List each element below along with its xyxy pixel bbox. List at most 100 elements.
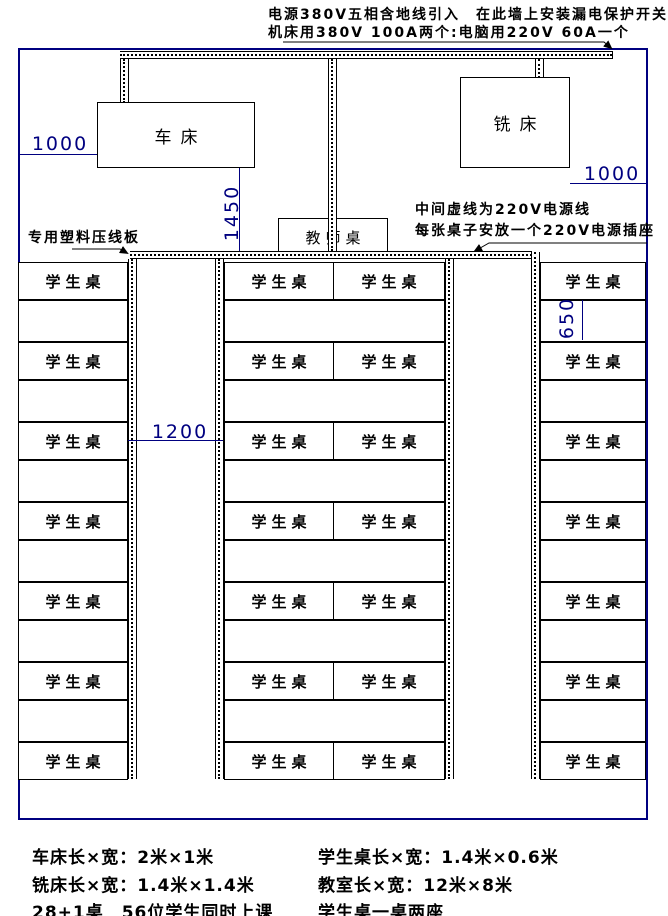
dim-lathe-1450-line — [239, 168, 240, 251]
student-desk: 学生桌 — [18, 342, 128, 380]
seat-row-box — [18, 540, 128, 582]
student-desk-label: 学生桌 — [565, 752, 626, 771]
student-desk: 学生桌 — [540, 742, 646, 780]
student-desk: 学生桌 — [18, 582, 128, 620]
annotation-cable-board: 专用塑料压线板 — [28, 230, 140, 246]
student-desk-label: 学生桌 — [565, 272, 626, 291]
legend-lathe-size: 车床长×宽：2米×1米 — [32, 848, 215, 868]
student-desk-label: 学生桌 — [565, 352, 626, 371]
student-desk: 学生桌 — [333, 502, 445, 540]
power-line-aisle-4 — [531, 252, 540, 779]
student-desk-label: 学生桌 — [361, 592, 422, 611]
legend-seats-note: 学生桌一桌两座 — [318, 903, 444, 916]
seat-row-box — [224, 380, 445, 422]
seat-row-box — [18, 460, 128, 502]
mill-label: 铣床 — [493, 115, 546, 135]
power-drop-mill — [535, 59, 544, 78]
student-desk-label: 学生桌 — [251, 352, 312, 371]
student-desk-label: 学生桌 — [251, 512, 312, 531]
legend-desk-size: 学生桌长×宽：1.4米×0.6米 — [318, 848, 559, 868]
seat-row-box — [224, 620, 445, 662]
lathe-box: 车床 — [97, 102, 255, 168]
student-desk: 学生桌 — [540, 262, 646, 300]
student-desk-label: 学生桌 — [45, 672, 106, 691]
student-desk-label: 学生桌 — [45, 512, 106, 531]
dim-right-1000: 1000 — [583, 163, 641, 185]
seat-row-box — [224, 540, 445, 582]
seat-row-box — [18, 700, 128, 742]
student-desk-label: 学生桌 — [361, 672, 422, 691]
student-desk-label: 学生桌 — [361, 272, 422, 291]
seat-row-box — [224, 300, 445, 342]
student-desk: 学生桌 — [224, 342, 334, 380]
student-desk: 学生桌 — [333, 262, 445, 300]
seat-row-box — [18, 300, 128, 342]
student-desk-label: 学生桌 — [251, 432, 312, 451]
seat-row-box — [18, 380, 128, 422]
student-desk: 学生桌 — [540, 342, 646, 380]
student-desk: 学生桌 — [540, 422, 646, 460]
seat-row-box — [540, 700, 646, 742]
mill-box: 铣床 — [460, 77, 570, 168]
student-desk-label: 学生桌 — [251, 752, 312, 771]
annotation-breaker: 机床用380V 100A两个:电脑用220V 60A一个 — [268, 25, 630, 41]
student-desk: 学生桌 — [18, 742, 128, 780]
student-desk-label: 学生桌 — [565, 672, 626, 691]
student-desk: 学生桌 — [333, 422, 445, 460]
lathe-label: 车床 — [154, 127, 207, 148]
dim-gap-650: 650 — [556, 296, 578, 340]
student-desk-label: 学生桌 — [251, 672, 312, 691]
annotation-mid-dashline: 中间虚线为220V电源线 — [415, 202, 592, 218]
student-desk: 学生桌 — [224, 262, 334, 300]
student-desk: 学生桌 — [540, 582, 646, 620]
seat-row-box — [224, 460, 445, 502]
student-desk: 学生桌 — [333, 582, 445, 620]
student-desk-label: 学生桌 — [565, 512, 626, 531]
student-desk: 学生桌 — [224, 582, 334, 620]
student-desk-label: 学生桌 — [361, 512, 422, 531]
student-desk: 学生桌 — [18, 262, 128, 300]
student-desk: 学生桌 — [224, 422, 334, 460]
student-desk-label: 学生桌 — [45, 352, 106, 371]
student-desk: 学生桌 — [333, 662, 445, 700]
student-desk: 学生桌 — [224, 662, 334, 700]
dim-left-1000: 1000 — [31, 133, 89, 155]
legend-row-3: 28+1桌 56位学生同时上课 学生桌一桌两座 — [32, 898, 443, 916]
student-desk: 学生桌 — [18, 662, 128, 700]
student-desk-label: 学生桌 — [361, 752, 422, 771]
dim-aisle-1200: 1200 — [151, 421, 209, 443]
student-desk-label: 学生桌 — [45, 272, 106, 291]
dim-aisle-1200-line — [128, 440, 223, 441]
power-line-aisle-2 — [215, 259, 224, 779]
dim-lathe-1450: 1450 — [221, 184, 243, 242]
seat-row-box — [540, 300, 646, 342]
seat-row-box — [18, 620, 128, 662]
legend-room-size: 教室长×宽：12米×8米 — [318, 876, 513, 896]
student-desk: 学生桌 — [333, 742, 445, 780]
student-desk-label: 学生桌 — [45, 432, 106, 451]
power-line-aisle-3 — [445, 259, 454, 779]
legend-row-1: 车床长×宽：2米×1米 学生桌长×宽：1.4米×0.6米 — [32, 843, 558, 868]
student-desk: 学生桌 — [18, 502, 128, 540]
student-desk: 学生桌 — [333, 342, 445, 380]
seat-row-box — [224, 700, 445, 742]
student-desk-label: 学生桌 — [565, 592, 626, 611]
student-desk-label: 学生桌 — [45, 752, 106, 771]
student-desk-label: 学生桌 — [565, 432, 626, 451]
dim-gap-650-line — [582, 300, 583, 340]
student-desk-label: 学生桌 — [45, 592, 106, 611]
student-desk: 学生桌 — [540, 502, 646, 540]
power-line-top-wall — [120, 51, 613, 59]
seat-row-box — [540, 620, 646, 662]
student-desk-label: 学生桌 — [251, 592, 312, 611]
legend-row-2: 铣床长×宽：1.4米×1.4米 教室长×宽：12米×8米 — [32, 871, 512, 896]
seat-row-box — [540, 540, 646, 582]
student-desk: 学生桌 — [18, 422, 128, 460]
student-desk-label: 学生桌 — [361, 432, 422, 451]
power-drop-lathe — [120, 59, 129, 103]
student-desk-label: 学生桌 — [251, 272, 312, 291]
annotation-power-in: 电源380V五相含地线引入 在此墙上安装漏电保护开关 — [268, 7, 668, 23]
dim-left-1000-line — [18, 154, 97, 155]
